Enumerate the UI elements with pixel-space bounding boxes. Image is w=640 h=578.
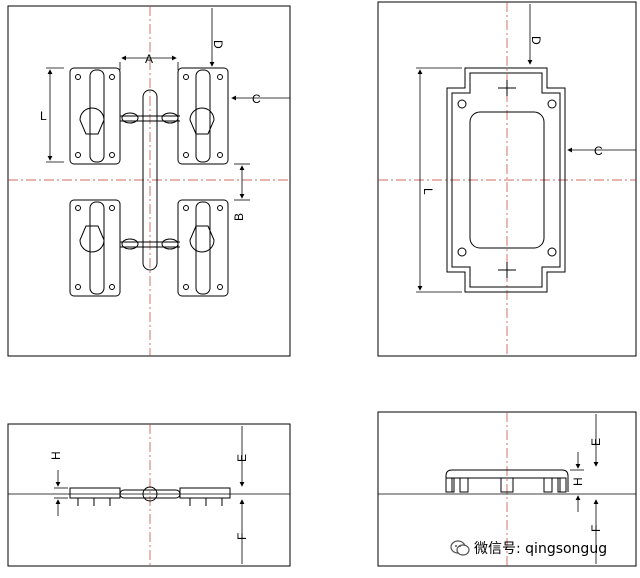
dim-label-c-right: C [594,144,603,158]
dim-label-h-right: H [571,477,585,486]
dim-label-h-left: H [49,451,63,460]
dim-label-a: A [145,52,153,66]
panel-bottom-left: H E F [7,423,291,567]
dim-label-b: B [232,213,246,221]
dim-label-c-left: C [252,92,261,106]
watermark-text: 微信号: qingsongug [474,541,608,557]
dim-label-l-left: L [40,109,47,123]
dim-label-f-left: F [235,533,249,540]
panel-bottom-right: E H F [377,411,637,567]
panel-top-left: A D C L B [7,5,291,357]
dim-label-d-left: D [211,40,225,49]
dim-label-e-right: E [589,438,603,446]
panel-top-right: D C L [377,1,637,357]
dim-label-d-right: D [529,36,543,45]
dim-label-e-left: E [235,454,249,462]
dim-label-l-right: L [421,188,435,195]
watermark: 微信号: qingsongug [450,538,607,558]
wechat-icon [450,540,470,556]
dim-label-f-right: F [589,525,603,532]
